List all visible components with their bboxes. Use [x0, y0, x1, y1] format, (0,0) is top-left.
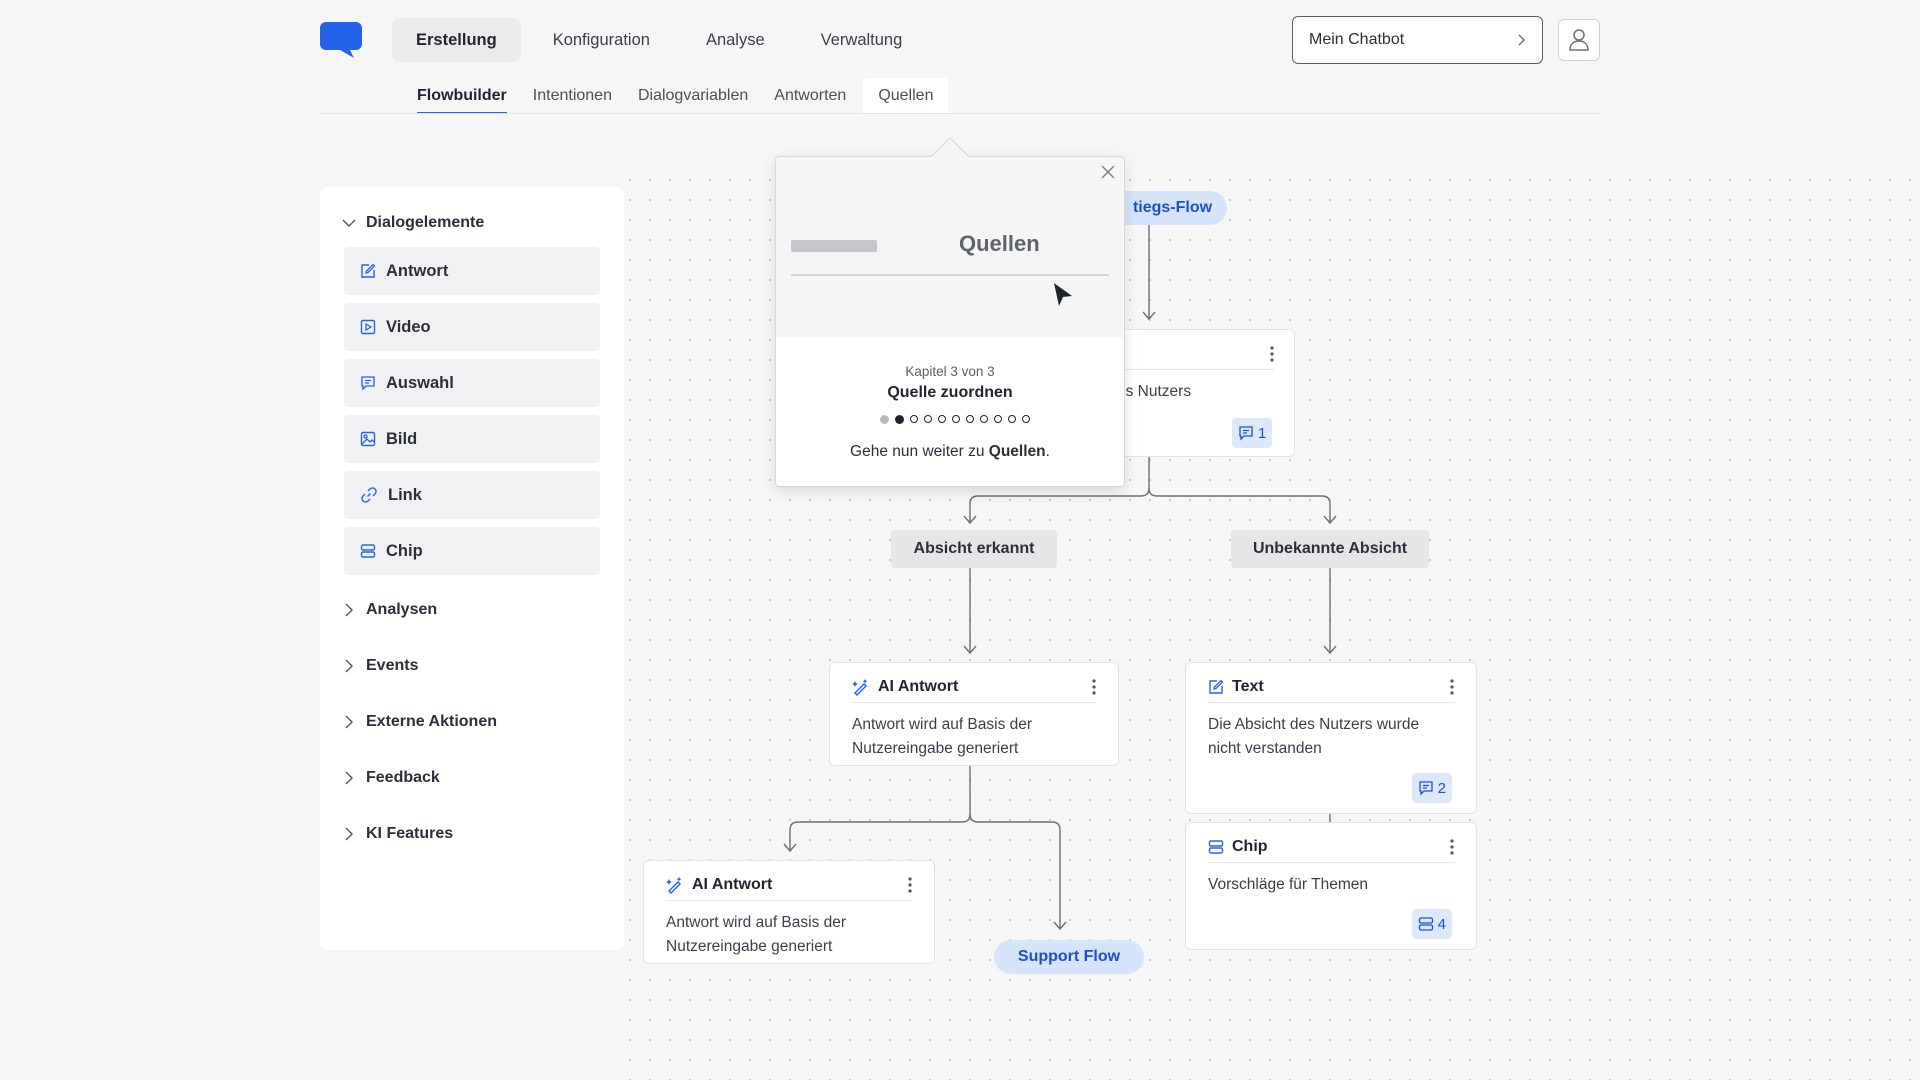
section-dialogelemente[interactable]: Dialogelemente — [342, 211, 484, 235]
chevron-right-icon — [342, 659, 356, 673]
preview-underline — [791, 274, 1109, 276]
sidebar-item-antwort[interactable]: Antwort — [344, 247, 600, 295]
ai-answer-node[interactable]: AI Antwort Antwort wird auf Basis der Nu… — [643, 860, 935, 964]
more-options-icon[interactable] — [1092, 678, 1096, 695]
tutorial-message: Gehe nun weiter zu Quellen. — [850, 443, 1050, 460]
chip-icon — [1208, 839, 1224, 855]
ai-answer-node-text: Antwort wird auf Basis der Nutzereingabe… — [852, 716, 1033, 757]
ai-sparkle-icon — [852, 678, 870, 696]
chip-node-text: Vorschläge für Themen — [1208, 876, 1368, 893]
chevron-right-icon — [1516, 33, 1526, 47]
chevron-right-icon — [342, 603, 356, 617]
response-count-icon — [1418, 780, 1434, 796]
intent-node-text: es Nutzers — [1117, 383, 1192, 400]
preview-placeholder-bar — [791, 240, 877, 252]
step-dot[interactable] — [1022, 415, 1030, 423]
step-dot[interactable] — [910, 415, 918, 423]
sidebar-item-video[interactable]: Video — [344, 303, 600, 351]
step-dot[interactable] — [880, 414, 889, 424]
text-node-badge[interactable]: 2 — [1411, 773, 1452, 803]
close-icon[interactable] — [1100, 164, 1116, 180]
step-dot[interactable] — [952, 415, 960, 423]
chip-node[interactable]: Chip Vorschläge für Themen 4 — [1185, 822, 1477, 950]
section-ki-features[interactable]: KI Features — [342, 822, 453, 846]
main-navigation: Erstellung Konfiguration Analyse Verwalt… — [392, 18, 926, 62]
tab-analyse[interactable]: Analyse — [705, 30, 765, 49]
chevron-right-icon — [342, 771, 356, 785]
cursor-icon — [1052, 282, 1074, 308]
subtab-dialogvariablen[interactable]: Dialogvariablen — [637, 87, 749, 104]
app-logo[interactable] — [320, 22, 362, 58]
tab-erstellung[interactable]: Erstellung — [392, 18, 521, 62]
support-flow-pill[interactable]: Support Flow — [994, 940, 1144, 974]
user-icon — [1568, 28, 1590, 52]
tutorial-chapter: Kapitel 3 von 3 — [905, 364, 995, 379]
condition-absicht-erkannt[interactable]: Absicht erkannt — [891, 530, 1057, 568]
section-externe-aktionen[interactable]: Externe Aktionen — [342, 710, 497, 734]
edit-icon — [1208, 679, 1224, 695]
chevron-down-icon — [342, 218, 356, 228]
subtab-quellen[interactable]: Quellen — [863, 78, 949, 114]
step-dot[interactable] — [994, 415, 1002, 423]
chip-icon — [360, 543, 376, 559]
chip-node-badge[interactable]: 4 — [1411, 909, 1452, 939]
elements-sidebar: Dialogelemente Antwort Video Auswahl Bil… — [320, 187, 624, 950]
more-options-icon[interactable] — [908, 876, 912, 893]
tutorial-message-link[interactable]: Quellen — [988, 443, 1046, 460]
sidebar-item-link[interactable]: Link — [344, 471, 600, 519]
edit-icon — [360, 263, 376, 279]
text-node[interactable]: Text Die Absicht des Nutzers wurde nicht… — [1185, 662, 1477, 814]
ai-answer-node[interactable]: AI Antwort Antwort wird auf Basis der Nu… — [829, 662, 1119, 766]
text-node-text: Die Absicht des Nutzers wurde nicht vers… — [1208, 716, 1420, 757]
more-options-icon[interactable] — [1450, 838, 1454, 855]
intent-node-badge[interactable]: 1 — [1232, 418, 1273, 448]
chatbot-selector[interactable]: Mein Chatbot — [1292, 16, 1543, 64]
section-analysen[interactable]: Analysen — [342, 598, 437, 622]
ai-sparkle-icon — [666, 876, 684, 894]
condition-unbekannte-absicht[interactable]: Unbekannte Absicht — [1231, 530, 1429, 568]
preview-label: Quellen — [959, 231, 1040, 256]
image-icon — [360, 431, 376, 447]
video-icon — [360, 319, 376, 335]
link-icon — [360, 486, 378, 504]
step-dot[interactable] — [938, 415, 946, 423]
sub-navigation: Flowbuilder Intentionen Dialogvariablen … — [408, 78, 949, 114]
sidebar-item-auswahl[interactable]: Auswahl — [344, 359, 600, 407]
chip-icon — [1418, 916, 1434, 932]
header-divider — [320, 113, 1600, 114]
subtab-intentionen[interactable]: Intentionen — [532, 87, 612, 104]
chatbot-selector-label: Mein Chatbot — [1309, 31, 1405, 48]
subtab-antworten[interactable]: Antworten — [774, 87, 847, 104]
response-count-icon — [1238, 425, 1254, 441]
tutorial-popup: Quellen Kapitel 3 von 3 Quelle zuordnen … — [775, 137, 1125, 487]
step-dot-current[interactable] — [895, 414, 904, 424]
step-dot[interactable] — [1008, 415, 1016, 423]
profile-button[interactable] — [1558, 19, 1600, 61]
choice-icon — [360, 375, 376, 391]
more-options-icon[interactable] — [1270, 345, 1274, 362]
tutorial-title: Quelle zuordnen — [887, 384, 1013, 401]
tutorial-preview: Quellen — [776, 157, 1124, 337]
step-dot[interactable] — [966, 415, 974, 423]
more-options-icon[interactable] — [1450, 678, 1454, 695]
sidebar-item-bild[interactable]: Bild — [344, 415, 600, 463]
chevron-right-icon — [342, 827, 356, 841]
chevron-right-icon — [342, 715, 356, 729]
sidebar-item-chip[interactable]: Chip — [344, 527, 600, 575]
step-dot[interactable] — [924, 415, 932, 423]
tab-konfiguration[interactable]: Konfiguration — [552, 30, 650, 49]
section-feedback[interactable]: Feedback — [342, 766, 440, 790]
step-dot[interactable] — [980, 415, 988, 423]
tutorial-step-indicator — [880, 414, 1030, 424]
section-events[interactable]: Events — [342, 654, 418, 678]
ai-answer-node-text: Antwort wird auf Basis der Nutzereingabe… — [666, 914, 847, 955]
tab-verwaltung[interactable]: Verwaltung — [820, 30, 903, 49]
